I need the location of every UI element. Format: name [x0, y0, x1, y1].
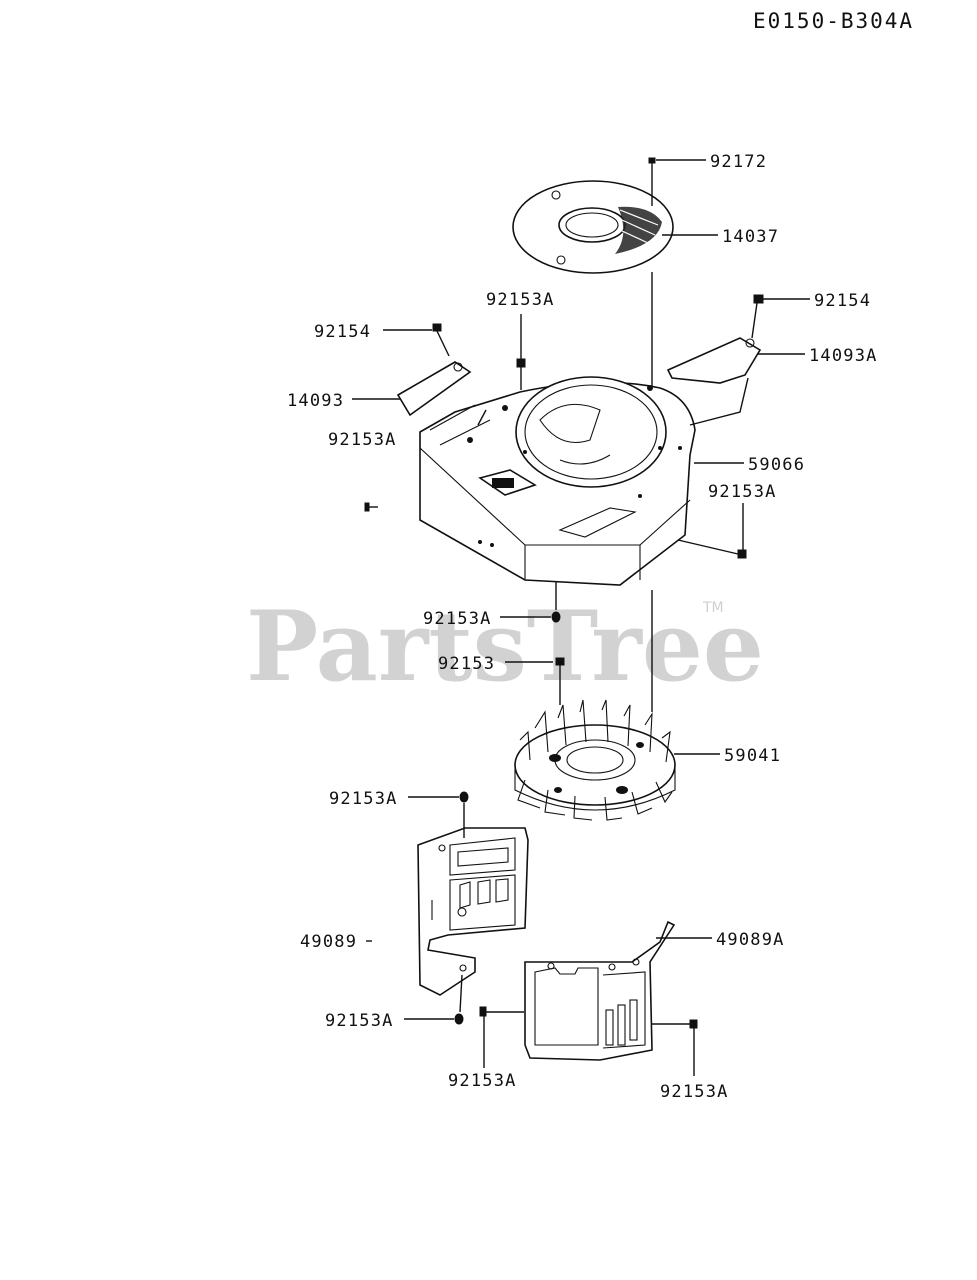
callout-92153A-bottom-right: 92153A: [660, 1082, 729, 1102]
fan-housing-59066-part: [419, 376, 696, 586]
callout-92154-right: 92154: [814, 291, 871, 311]
callout-49089: 49089: [300, 932, 357, 952]
watermark-text: PartsTree: [246, 590, 764, 703]
callout-92153A-lowleft: 92153A: [325, 1011, 394, 1031]
callout-92153: 92153: [438, 654, 495, 674]
plate-14093A-part: [666, 337, 762, 384]
callout-49089A: 49089A: [716, 930, 785, 950]
callout-14093A: 14093A: [809, 346, 878, 366]
screw-92153A-top-part: [516, 314, 526, 390]
callout-92154-left: 92154: [314, 322, 371, 342]
screen-14037-part: [512, 180, 674, 274]
screw-92153A-plate-part: [459, 791, 469, 838]
shroud-plate-49089A-part: [524, 920, 676, 1061]
callout-92153A-bottom-mid: 92153A: [448, 1071, 517, 1091]
callout-92153A-mid: 92153A: [423, 609, 492, 629]
leader-92153A-left: [477, 409, 487, 426]
screw-92153-part: [555, 657, 565, 705]
plate-14093-part: [396, 361, 472, 417]
screw-92153A-mid-part: [551, 582, 561, 623]
small-bolt-part: [364, 502, 378, 512]
diagram-code: E0150-B304A: [753, 9, 914, 33]
flywheel-fan-59041-part: [514, 699, 676, 821]
callout-14037: 14037: [722, 227, 779, 247]
screw-92153A-right-part: [677, 503, 747, 559]
callout-59041: 59041: [724, 746, 781, 766]
callout-92153A-left: 92153A: [328, 430, 397, 450]
screw-92153A-bottom-mid-part: [479, 1006, 524, 1068]
assembly-line-14093A: [689, 377, 749, 426]
screw-92154-right-part: [751, 294, 764, 339]
shroud-plate-49089-part: [417, 827, 529, 996]
watermark-trademark: TM: [702, 600, 724, 616]
callout-59066: 59066: [748, 455, 805, 475]
callout-14093: 14093: [287, 391, 344, 411]
screw-92153A-lowleft-part: [454, 974, 464, 1025]
callout-92153A-top: 92153A: [486, 290, 555, 310]
screw-92153A-bottom-right-part: [652, 1019, 698, 1076]
screw-92172-part: [648, 157, 656, 206]
callout-92153A-plate: 92153A: [329, 789, 398, 809]
callout-92153A-right: 92153A: [708, 482, 777, 502]
screw-92154-left-part: [432, 323, 450, 357]
callout-92172: 92172: [710, 152, 767, 172]
